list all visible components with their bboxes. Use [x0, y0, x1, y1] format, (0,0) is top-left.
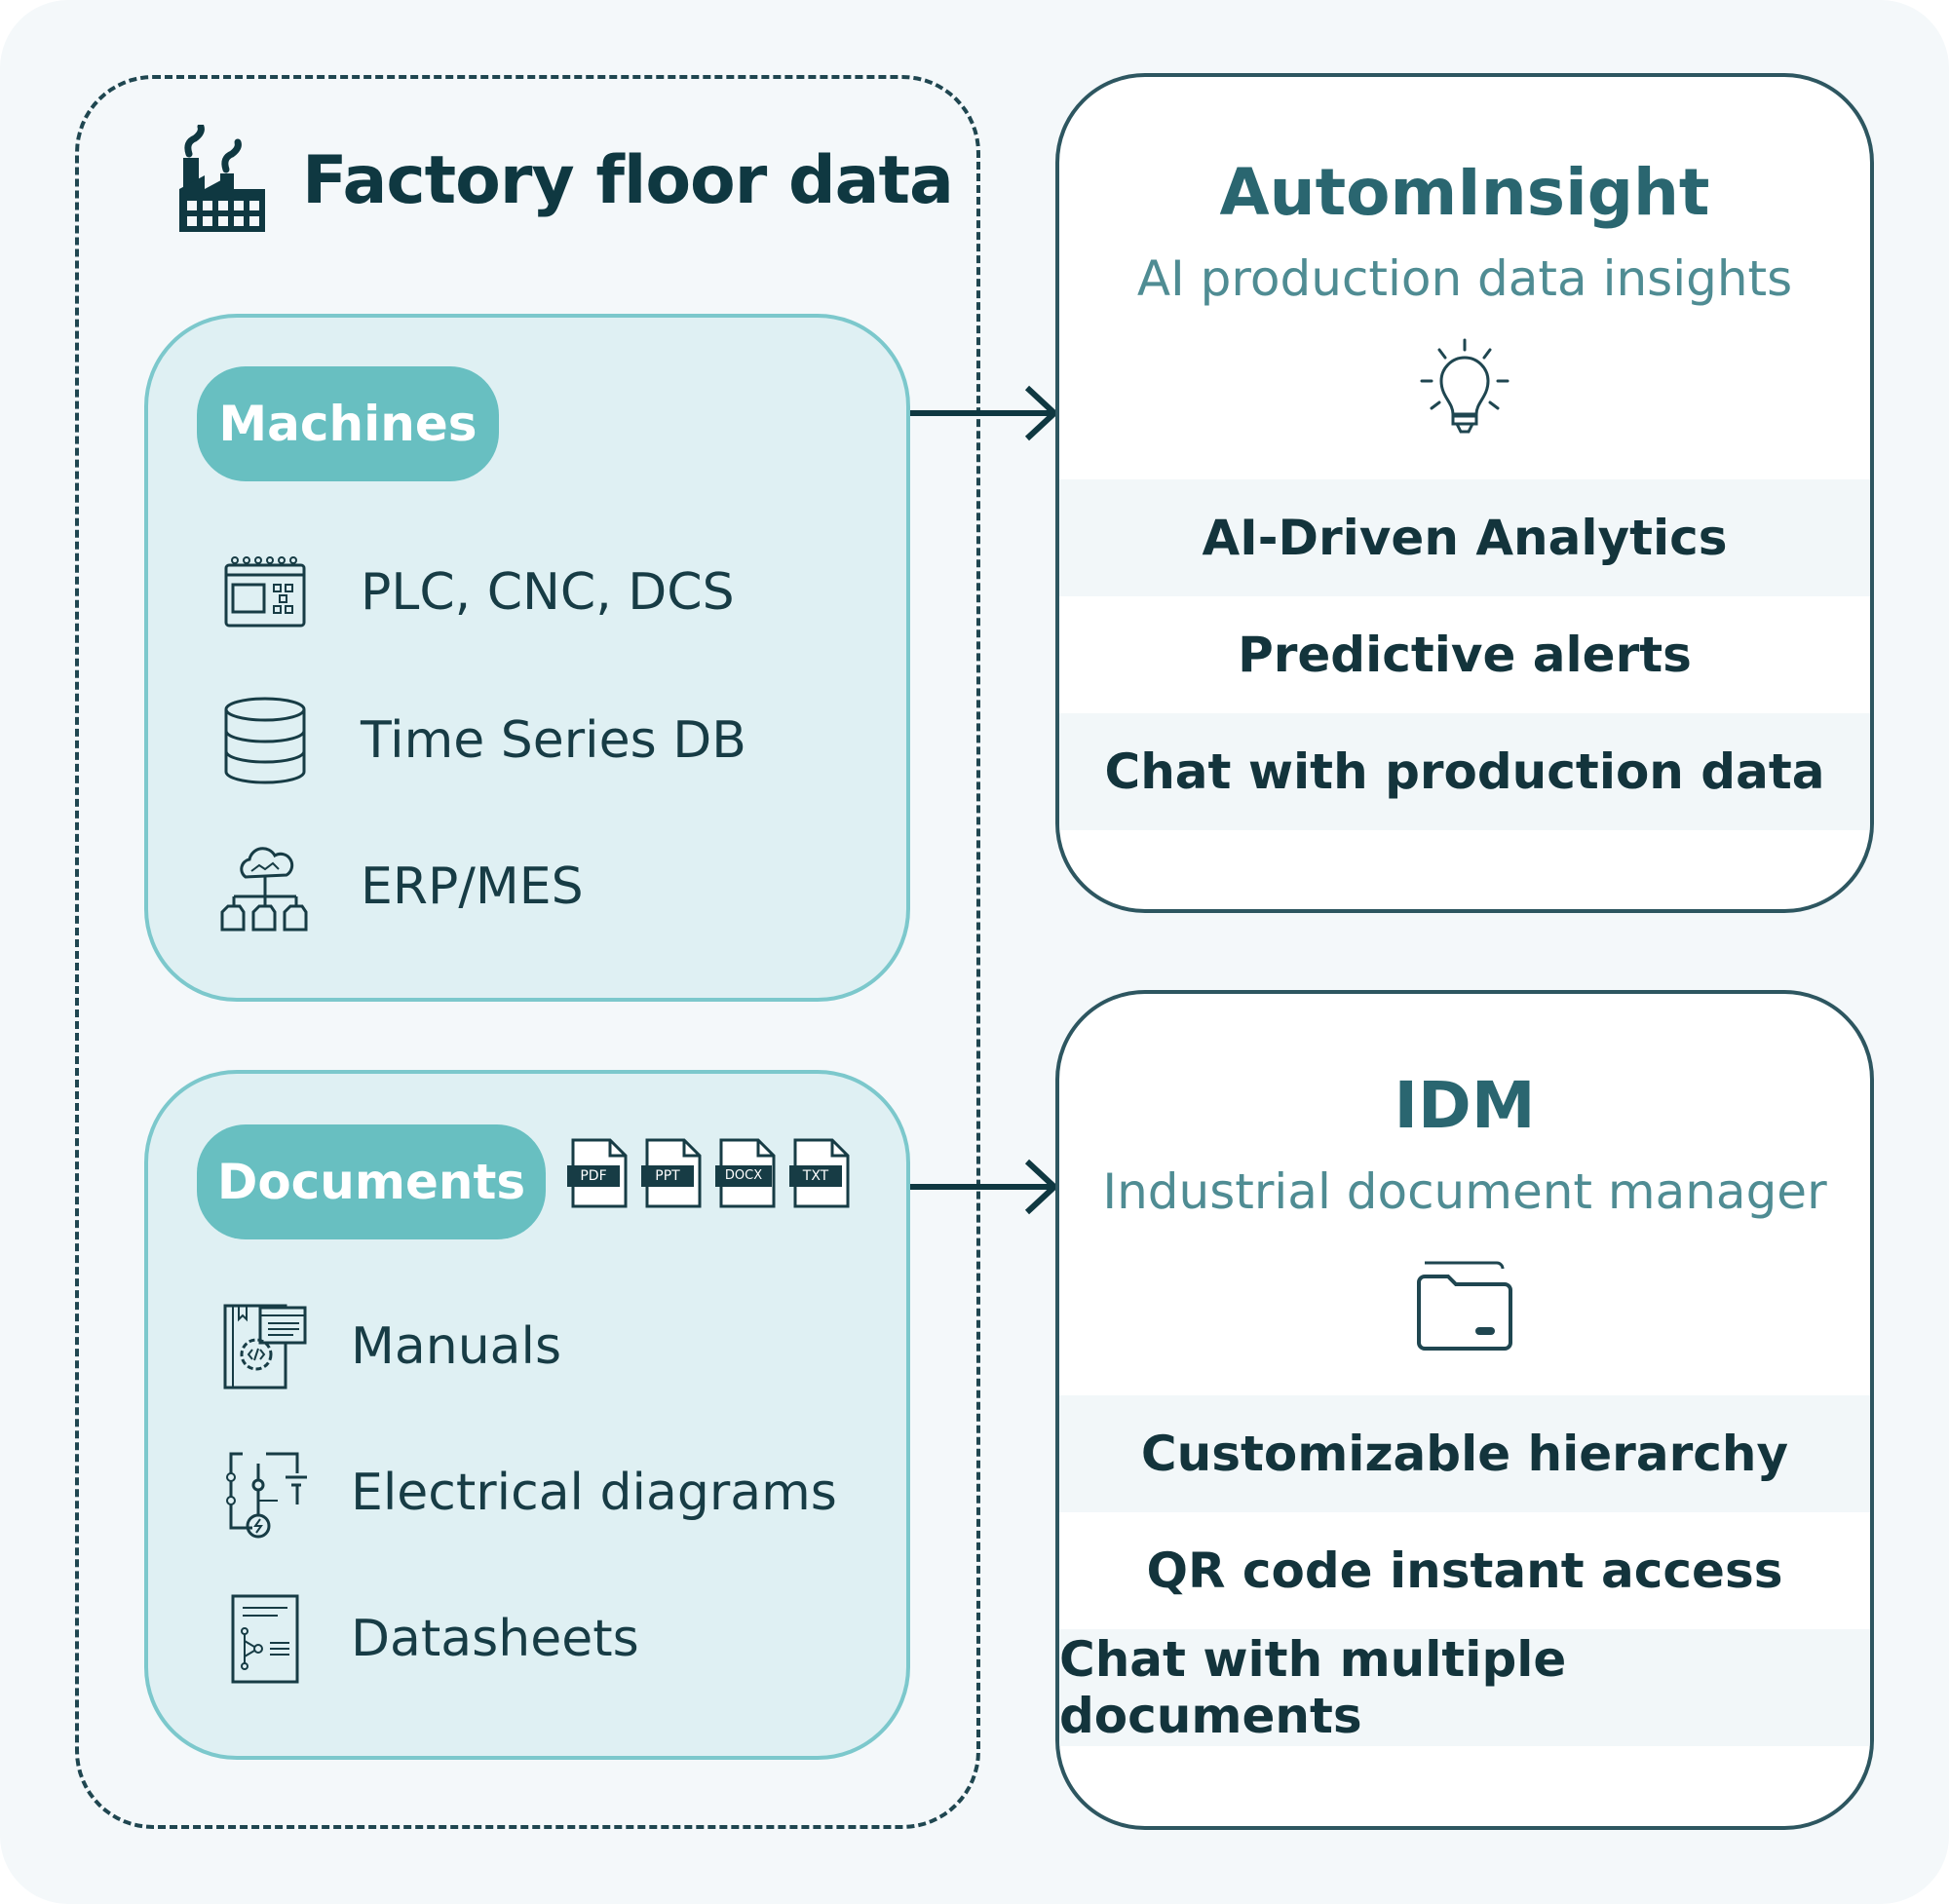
autominsight-card: AutomInsight AI production data insights…: [1055, 73, 1874, 913]
machines-label: Machines: [197, 366, 499, 481]
folder-icon: [1415, 1257, 1514, 1357]
factory-icon: [175, 123, 269, 237]
machines-group: Machines: [144, 314, 910, 1002]
machines-item-erp: ERP/MES: [216, 838, 584, 935]
idm-feature: QR code instant access: [1146, 1542, 1783, 1599]
autominsight-feature: Predictive alerts: [1238, 627, 1692, 683]
lightbulb-icon: [1418, 338, 1511, 440]
filetype-label: PDF: [580, 1168, 607, 1184]
idm-card: IDM Industrial document manager Customiz…: [1055, 990, 1874, 1830]
database-icon: [216, 692, 314, 789]
machines-item-label: PLC, CNC, DCS: [361, 563, 735, 622]
txt-file-icon: TXT: [787, 1136, 854, 1210]
documents-item-electrical: Electrical diagrams: [216, 1444, 837, 1542]
cloud-network-icon: [216, 838, 314, 935]
autominsight-subtitle: AI production data insights: [1136, 250, 1793, 307]
idm-subtitle: Industrial document manager: [1102, 1163, 1827, 1220]
documents-item-manuals: Manuals: [216, 1298, 561, 1395]
ppt-file-icon: PPT: [639, 1136, 706, 1210]
factory-floor-container: [75, 75, 980, 1829]
documents-item-label: Electrical diagrams: [351, 1464, 837, 1522]
documents-item-datasheets: Datasheets: [216, 1590, 639, 1688]
machines-item-label: ERP/MES: [361, 857, 584, 916]
documents-item-label: Datasheets: [351, 1610, 639, 1668]
machines-item-plc: PLC, CNC, DCS: [216, 544, 735, 641]
machines-item-label: Time Series DB: [361, 711, 746, 770]
idm-feature: Customizable hierarchy: [1059, 1395, 1870, 1512]
factory-floor-title: Factory floor data: [302, 142, 954, 219]
factory-floor-header: Factory floor data: [175, 123, 954, 237]
manual-book-icon: [216, 1298, 314, 1395]
documents-label: Documents: [197, 1124, 546, 1239]
arrow-documents-to-idm: [910, 1159, 1057, 1215]
filetype-label: PPT: [655, 1168, 680, 1184]
machines-item-timeseries: Time Series DB: [216, 692, 746, 789]
idm-feature: Chat with multiple documents: [1059, 1629, 1870, 1746]
pdf-file-icon: PDF: [565, 1136, 631, 1210]
plc-controller-icon: [216, 544, 314, 641]
filetype-label: TXT: [802, 1168, 829, 1184]
documents-item-label: Manuals: [351, 1317, 562, 1376]
documents-group: Documents PDF PPT: [144, 1070, 910, 1760]
autominsight-title: AutomInsight: [1219, 155, 1710, 230]
autominsight-feature: Chat with production data: [1059, 713, 1870, 830]
arrow-machines-to-autominsight: [910, 385, 1057, 441]
idm-title: IDM: [1394, 1068, 1536, 1143]
datasheet-icon: [216, 1590, 314, 1688]
circuit-diagram-icon: [216, 1444, 314, 1542]
filetype-icons: PDF PPT DOCX: [565, 1136, 854, 1210]
autominsight-feature: AI-Driven Analytics: [1059, 479, 1870, 596]
filetype-label: DOCX: [724, 1168, 763, 1183]
docx-file-icon: DOCX: [713, 1136, 780, 1210]
